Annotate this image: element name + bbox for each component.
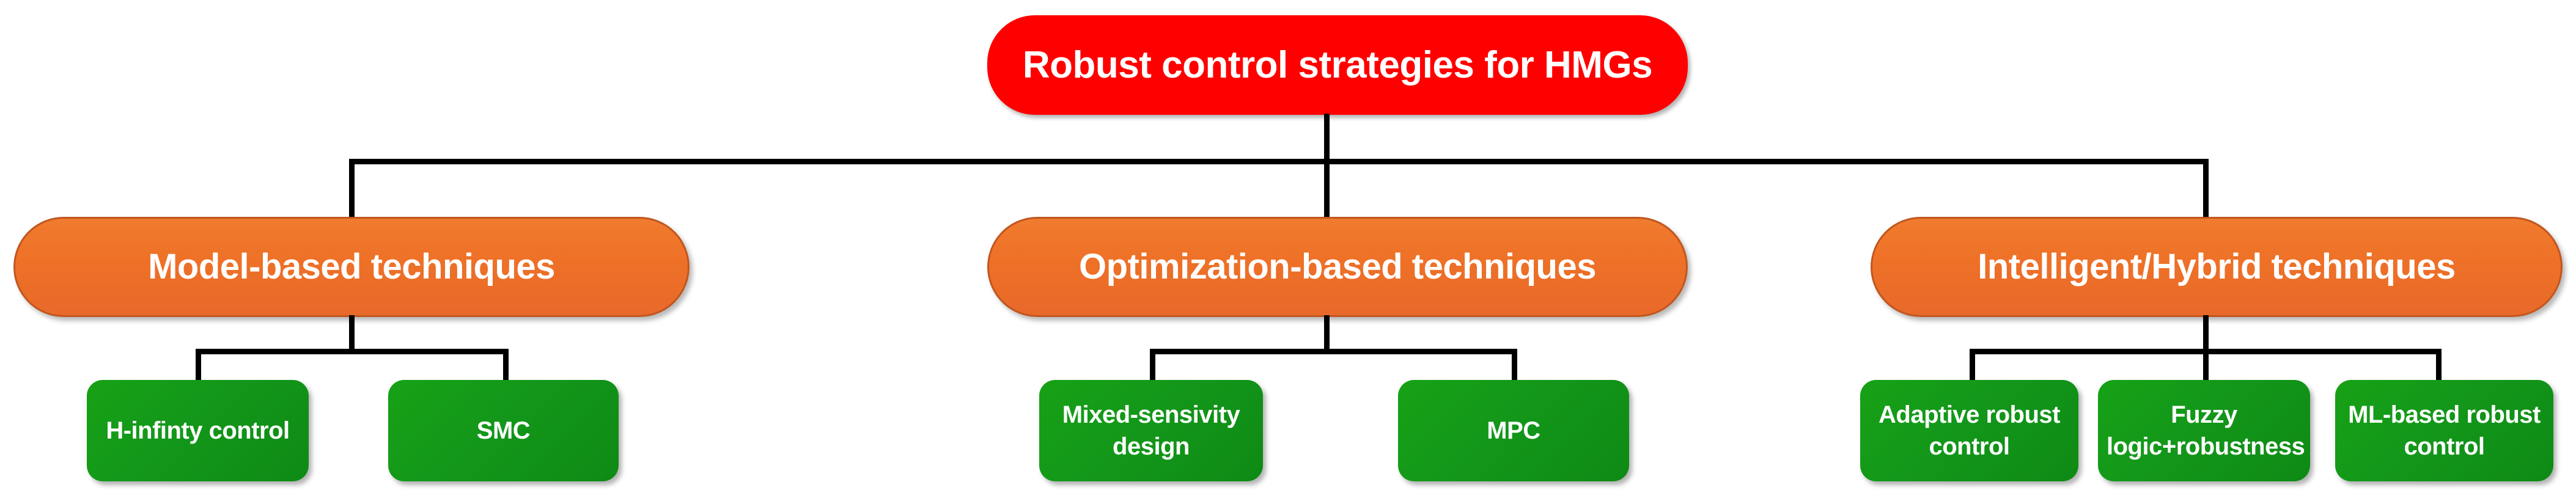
- leaf-node-label: Mixed-sensivity design: [1062, 401, 1240, 460]
- leaf-node-ml-based-robust-control[interactable]: ML-based robust control: [2335, 380, 2553, 481]
- category-node-model-based-techniques[interactable]: Model-based techniques: [13, 217, 690, 317]
- connector-category-3-to-leaf-1: [1970, 349, 1975, 383]
- leaf-node-mpc[interactable]: MPC: [1398, 380, 1629, 481]
- leaf-node-adaptive-robust-control[interactable]: Adaptive robust control: [1860, 380, 2078, 481]
- connector-category-2-to-leaf-2: [1512, 349, 1517, 383]
- connector-category-3-to-leaf-3: [2436, 349, 2442, 383]
- category-node-optimization-based-techniques[interactable]: Optimization-based techniques: [987, 217, 1688, 317]
- leaf-node-label: Fuzzy logic+robustness: [2107, 401, 2305, 460]
- category-node-label: Optimization-based techniques: [1079, 247, 1596, 287]
- leaf-node-label: Adaptive robust control: [1879, 401, 2060, 460]
- connector-category-1-bus: [196, 349, 509, 354]
- connector-bus-to-category-2: [1324, 159, 1330, 219]
- leaf-node-fuzzy-logic-robustness[interactable]: Fuzzy logic+robustness: [2098, 380, 2310, 481]
- category-node-label: Intelligent/Hybrid techniques: [1978, 247, 2456, 287]
- connector-category-2-to-leaf-1: [1150, 349, 1155, 383]
- connector-category-1-to-leaf-2: [503, 349, 509, 383]
- connector-category-3-to-leaf-2: [2203, 349, 2209, 383]
- connector-category-1-stem: [349, 315, 355, 353]
- category-node-intelligent-hybrid-techniques[interactable]: Intelligent/Hybrid techniques: [1871, 217, 2563, 317]
- connector-root-stem: [1324, 114, 1330, 164]
- leaf-node-label: SMC: [476, 417, 531, 444]
- connector-bus-to-category-3: [2203, 159, 2209, 219]
- leaf-node-label: MPC: [1487, 417, 1540, 444]
- root-node-robust-control-strategies[interactable]: Robust control strategies for HMGs: [987, 15, 1688, 115]
- connector-bus-to-category-1: [349, 159, 355, 219]
- connector-category-2-bus: [1150, 349, 1517, 354]
- leaf-node-smc[interactable]: SMC: [388, 380, 619, 481]
- root-node-label: Robust control strategies for HMGs: [1022, 43, 1653, 86]
- connector-category-1-to-leaf-1: [196, 349, 201, 383]
- leaf-node-label: ML-based robust control: [2348, 401, 2541, 460]
- category-node-label: Model-based techniques: [148, 247, 555, 287]
- leaf-node-label: H-infinty control: [106, 417, 290, 444]
- leaf-node-mixed-sensivity-design[interactable]: Mixed-sensivity design: [1039, 380, 1263, 481]
- connector-category-2-stem: [1324, 315, 1330, 353]
- connector-category-3-stem: [2203, 315, 2209, 353]
- leaf-node-h-infinty-control[interactable]: H-infinty control: [87, 380, 309, 481]
- connector-main-bus: [349, 159, 2209, 164]
